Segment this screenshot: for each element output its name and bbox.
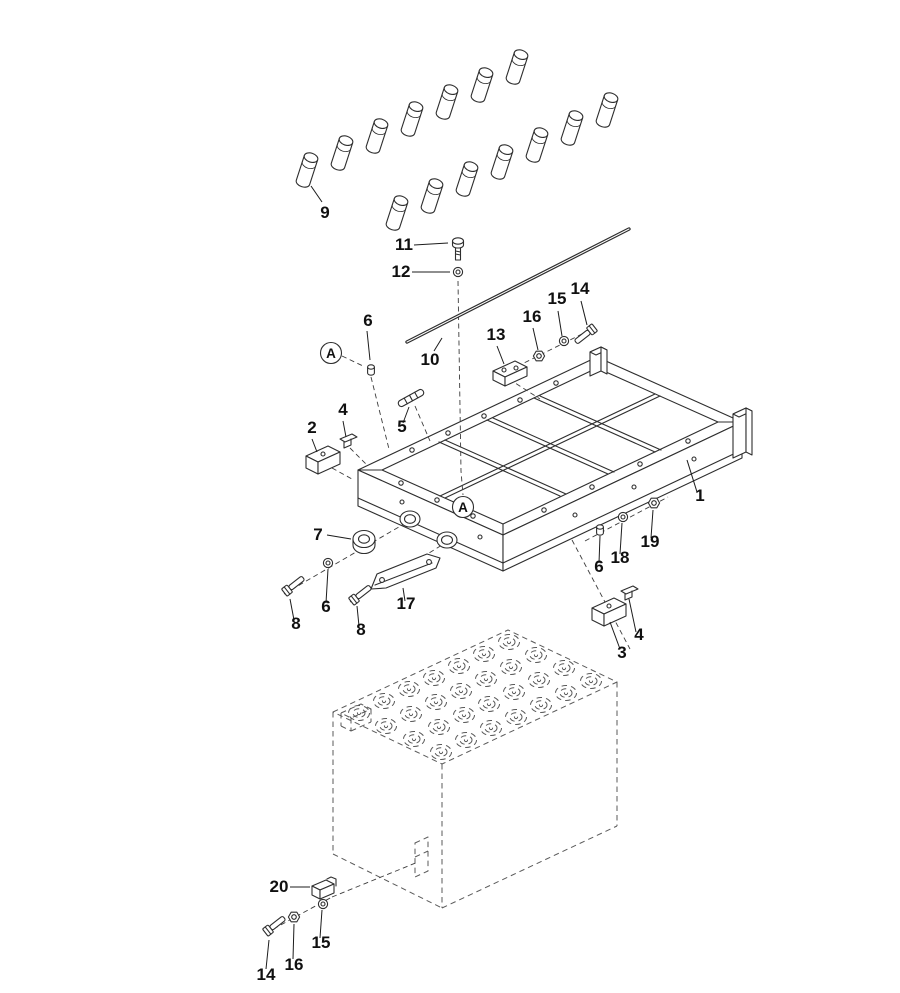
callout-9: 9: [320, 203, 329, 222]
washer-15-upper: [558, 335, 570, 347]
battery-side-plate: [414, 836, 429, 878]
callout-6-top: 6: [363, 311, 372, 330]
detail-marker-a-lower: A: [451, 495, 475, 519]
washer-15-lower: [317, 898, 329, 910]
callout-4-top: 4: [338, 400, 348, 419]
nut-16-upper: [532, 350, 546, 362]
detail-marker-a-upper: A: [319, 341, 343, 365]
detail-marker-a-upper-label: A: [326, 346, 336, 361]
frame-walls: [357, 421, 743, 572]
battery-terminal-notch: [340, 703, 372, 732]
callout-14-bottom: 14: [257, 965, 276, 984]
callout-15-bottom: 15: [312, 933, 331, 952]
callout-20: 20: [270, 877, 289, 896]
screw-11: [451, 237, 465, 261]
callout-17: 17: [397, 594, 416, 613]
callout-6-bottom: 6: [321, 597, 330, 616]
callout-8-right: 8: [356, 620, 365, 639]
callout-19: 19: [641, 532, 660, 551]
bolt-14-upper: [572, 323, 599, 347]
callout-labels: 9 11 12 10 6 5 2 4 13 16 15 14 1 7 6 18 …: [257, 203, 705, 984]
stud-6-upper: [367, 364, 375, 376]
washer-6-lower: [322, 557, 334, 569]
grommet-7: [352, 529, 376, 554]
battery-box: [332, 629, 618, 909]
nut-19: [647, 497, 661, 509]
callout-7: 7: [313, 525, 322, 544]
callout-16-top: 16: [523, 307, 542, 326]
clamp-plate-13: [492, 360, 528, 387]
washer-18: [617, 511, 629, 523]
callout-13: 13: [487, 325, 506, 344]
bolt-14-lower: [261, 913, 288, 937]
frame-corner-post-right: [732, 407, 753, 459]
tube-boss-left: [399, 510, 421, 528]
bracket-3: [591, 597, 627, 627]
callout-18: 18: [611, 548, 630, 567]
callout-2: 2: [307, 418, 316, 437]
washer-12: [452, 266, 464, 278]
tube-boss-right: [436, 531, 458, 549]
clip-4-upper: [339, 433, 358, 449]
callout-1: 1: [695, 486, 704, 505]
bolt-8-left: [280, 573, 307, 597]
callout-10: 10: [421, 350, 440, 369]
clip-4-right: [620, 585, 639, 601]
detail-marker-a-lower-label: A: [458, 500, 468, 515]
bolt-8-right: [347, 582, 374, 606]
frame-rim-holes: [398, 380, 697, 540]
pin-5: [397, 388, 425, 408]
callout-11: 11: [395, 235, 413, 254]
callout-12: 12: [392, 262, 411, 281]
callout-5: 5: [397, 417, 406, 436]
callout-14-top: 14: [571, 279, 590, 298]
lever-bracket-17: [370, 553, 441, 590]
retainer-bracket-20: [311, 876, 337, 900]
frame-corner-post-top: [589, 346, 608, 377]
hold-down-rod-10: [405, 227, 631, 344]
leader-lines: [265, 185, 698, 970]
vent-plug-set: [294, 47, 620, 233]
stud-6-mid: [596, 524, 604, 536]
frame-cross-members: [438, 393, 662, 499]
cell-caps: [348, 634, 602, 760]
callout-3: 3: [617, 643, 626, 662]
callout-16-bottom: 16: [285, 955, 304, 974]
battery-tray-frame: [357, 346, 753, 572]
nut-16-lower: [287, 911, 301, 923]
callout-4-right: 4: [634, 625, 644, 644]
callout-15-top: 15: [548, 289, 567, 308]
callout-6-mid: 6: [594, 557, 603, 576]
callout-8-left: 8: [291, 614, 300, 633]
